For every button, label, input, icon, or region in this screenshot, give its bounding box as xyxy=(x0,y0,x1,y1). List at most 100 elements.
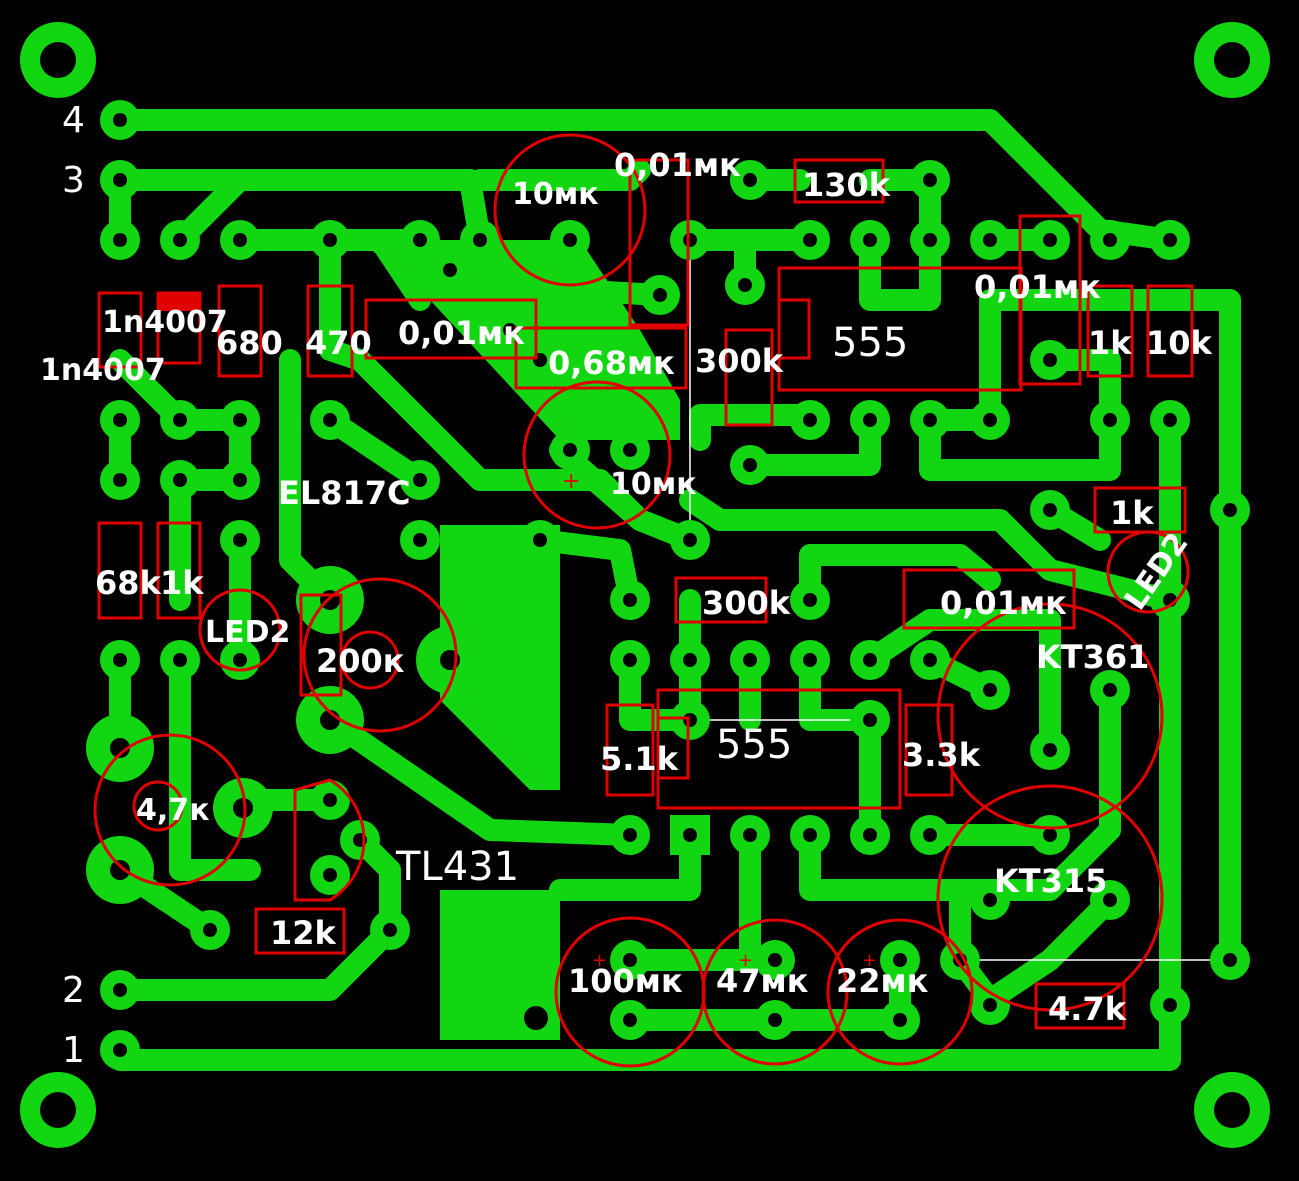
through-hole-pad xyxy=(400,220,440,260)
resistor-label: 4.7k xyxy=(1048,990,1127,1028)
through-hole-pad xyxy=(100,640,140,680)
through-hole-pad xyxy=(610,580,650,620)
through-hole-pad xyxy=(160,640,200,680)
through-hole-pad xyxy=(430,250,470,290)
connector-label-1: 1 xyxy=(62,1030,85,1071)
ic-label: TL431 xyxy=(395,844,519,890)
through-hole-pad xyxy=(850,700,890,740)
capacitor-label: 0,01мк xyxy=(940,584,1067,622)
through-hole-pad xyxy=(100,400,140,440)
through-hole-pad xyxy=(790,640,830,680)
optocoupler-label: EL817C xyxy=(278,474,411,512)
transistor-label: KT361 xyxy=(1036,638,1149,676)
through-hole-pad xyxy=(610,430,650,470)
capacitor-label: 10мк xyxy=(512,177,599,212)
through-hole-pad xyxy=(550,430,590,470)
through-hole-pad xyxy=(1030,220,1070,260)
jumper-wires xyxy=(689,240,1230,961)
through-hole-pad xyxy=(1150,985,1190,1025)
through-hole-pad xyxy=(610,940,650,980)
through-hole-pad xyxy=(370,910,410,950)
through-hole-pad xyxy=(970,985,1010,1025)
mounting-hole xyxy=(1194,22,1270,98)
svg-text:+: + xyxy=(738,950,753,971)
capacitor-label: 100мк xyxy=(568,962,683,1000)
through-hole-pad xyxy=(970,880,1010,920)
through-hole-pad xyxy=(940,940,980,980)
mounting-hole xyxy=(20,22,96,98)
through-hole-pad xyxy=(970,400,1010,440)
through-hole-pad xyxy=(100,160,140,200)
resistor-label: 12k xyxy=(270,914,337,952)
through-hole-pad xyxy=(520,520,560,560)
through-hole-pad xyxy=(490,310,530,350)
through-hole-pad xyxy=(460,220,500,260)
connector-label-3: 3 xyxy=(62,160,85,201)
capacitor-label: 47мк xyxy=(716,962,809,1000)
through-hole-pad xyxy=(970,670,1010,710)
through-hole-pad xyxy=(1030,340,1070,380)
through-hole-pad xyxy=(790,580,830,620)
capacitor-label: 22мк xyxy=(836,962,929,1000)
resistor-label: 1k xyxy=(1088,324,1132,362)
through-hole-pad xyxy=(310,855,350,895)
large-pad xyxy=(213,778,273,838)
through-hole-pad xyxy=(850,815,890,855)
capacitor-label: 0,68мк xyxy=(548,344,675,382)
through-hole-pad xyxy=(310,780,350,820)
large-pad xyxy=(86,836,154,904)
through-hole-pad xyxy=(850,400,890,440)
through-hole-pad xyxy=(730,640,770,680)
diode-label: 1n4007 xyxy=(40,353,166,388)
through-hole-pad xyxy=(1090,220,1130,260)
capacitor-label: 0,01мк xyxy=(614,146,741,184)
large-pad xyxy=(86,714,154,782)
resistor-label: 5.1k xyxy=(600,740,679,778)
pot-label: 4,7к xyxy=(136,793,210,828)
resistor-label: 130k xyxy=(802,166,891,204)
through-hole-pad xyxy=(755,1000,795,1040)
resistor-label: 680 xyxy=(216,324,283,362)
through-hole-pad xyxy=(310,220,350,260)
through-hole-pad xyxy=(755,940,795,980)
through-hole-pad xyxy=(400,520,440,560)
resistor-label: 68k xyxy=(95,564,162,602)
through-hole-pad xyxy=(610,815,650,855)
mounting-hole xyxy=(20,1072,96,1148)
capacitor-label: 0,01мк xyxy=(398,314,525,352)
resistor-label: 1k xyxy=(160,564,204,602)
svg-text:+: + xyxy=(592,950,607,971)
diode-label: 1n4007 xyxy=(102,305,228,340)
through-hole-pad xyxy=(340,820,380,860)
through-hole-pad xyxy=(310,400,350,440)
resistor-label: 300k xyxy=(695,342,784,380)
through-hole-pad xyxy=(910,640,950,680)
silkscreen: + + + + xyxy=(93,133,1194,1068)
svg-text:+: + xyxy=(862,950,877,971)
through-hole-pad xyxy=(910,220,950,260)
through-hole-pad xyxy=(670,815,710,855)
through-hole-pad xyxy=(850,220,890,260)
through-hole-pad xyxy=(790,815,830,855)
through-hole-pad xyxy=(670,640,710,680)
through-hole-pad xyxy=(1030,730,1070,770)
through-hole-pad xyxy=(670,220,710,260)
resistor-label: 1k xyxy=(1110,494,1154,532)
large-pad xyxy=(296,566,364,634)
through-hole-pad xyxy=(220,520,260,560)
through-hole-pad xyxy=(100,100,140,140)
through-hole-pad xyxy=(550,220,590,260)
through-hole-pad xyxy=(100,220,140,260)
through-hole-pad xyxy=(730,815,770,855)
through-hole-pad xyxy=(670,700,710,740)
through-hole-pad xyxy=(610,1000,650,1040)
led-label: LED2 xyxy=(205,615,290,650)
mounting-hole xyxy=(1194,1072,1270,1148)
through-hole-pad xyxy=(880,1000,920,1040)
through-hole-pad xyxy=(400,460,440,500)
through-hole-pad xyxy=(100,970,140,1010)
through-hole-pad xyxy=(610,640,650,680)
through-hole-pad xyxy=(730,160,770,200)
through-hole-pad xyxy=(220,400,260,440)
through-hole-pad xyxy=(220,220,260,260)
